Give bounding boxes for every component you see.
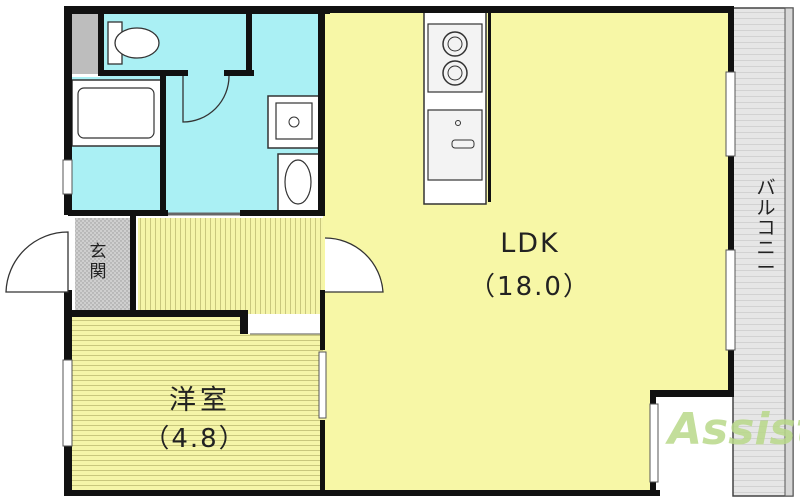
closet: [72, 14, 100, 74]
ldk-room-size: （18.0）: [469, 272, 591, 302]
walls: [64, 6, 734, 496]
burner-icon: [442, 31, 468, 57]
cooktop: [427, 23, 483, 93]
burner-icon: [447, 36, 463, 52]
balcony-label: バルコニー: [756, 177, 776, 279]
burner-icon: [447, 65, 463, 81]
windows: [62, 71, 736, 483]
western-room-size: （4.8）: [143, 424, 247, 454]
sink-drain: [451, 139, 475, 149]
balcony-area: [732, 7, 794, 497]
hall-floor: [138, 218, 323, 314]
ldk-room-label: LDK: [500, 228, 560, 259]
washbasin: [277, 153, 321, 213]
entrance-floor: [75, 218, 133, 314]
burner-icon: [442, 60, 468, 86]
assist-logo: Assist: [668, 404, 800, 455]
entrance-label: 玄関: [89, 242, 107, 282]
washbasin-bowl: [284, 159, 312, 205]
western-room-label: 洋室: [169, 385, 231, 416]
balcony-railing: [784, 7, 794, 497]
doors: [5, 75, 384, 293]
bathtub: [71, 79, 163, 147]
western-room-floor: [68, 316, 323, 492]
drain-icon: [288, 116, 300, 128]
toilet-bowl-icon: [114, 27, 160, 59]
kitchen-sink: [427, 109, 483, 181]
washing-machine-inner: [275, 102, 313, 140]
faucet-icon: [455, 120, 461, 126]
bathtub-inner: [77, 87, 155, 139]
